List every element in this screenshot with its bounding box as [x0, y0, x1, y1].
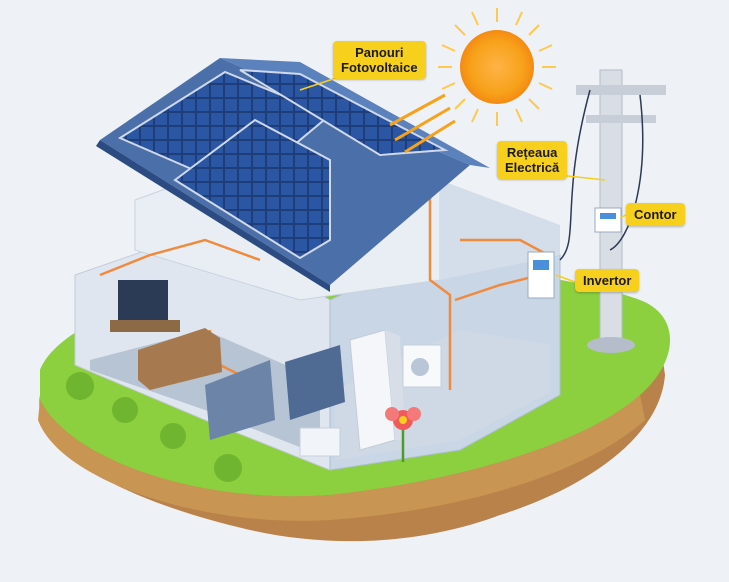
inverter-icon — [527, 251, 555, 299]
sofa — [138, 328, 222, 390]
meter-icon — [594, 207, 622, 233]
callout-solar-panels-line2: Fotovoltaice — [341, 60, 418, 75]
callout-solar-panels-line1: Panouri — [355, 45, 404, 60]
solar-panel-icon — [117, 69, 449, 260]
callout-power-grid-line1: Rețeaua — [506, 145, 558, 160]
fridge-icon — [349, 329, 405, 451]
tv-icon — [110, 280, 180, 332]
bushes — [66, 372, 242, 482]
callout-power-grid-line2: Electrică — [505, 160, 560, 175]
kitchen — [205, 345, 345, 457]
callout-meter: Contor — [626, 203, 685, 226]
callout-power-grid: Rețeaua Electrică — [497, 141, 568, 179]
callout-solar-panels: Panouri Fotovoltaice — [333, 41, 426, 79]
flower-icon — [385, 407, 421, 462]
sun-icon — [438, 8, 556, 126]
washing-machine-icon — [402, 344, 442, 388]
callout-inverter: Invertor — [575, 269, 640, 292]
sunlight-arrows — [389, 93, 456, 154]
